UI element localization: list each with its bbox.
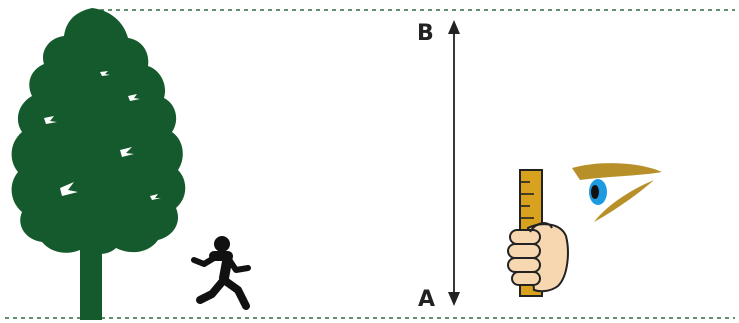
runner-leg-front	[220, 276, 250, 310]
tree-foliage	[11, 8, 186, 254]
eye-icon	[572, 163, 662, 222]
runner-leg-back	[196, 278, 226, 304]
tree-icon	[11, 8, 186, 320]
runner-arm-back	[191, 255, 217, 267]
label-b: B	[417, 21, 434, 46]
running-person-icon	[191, 236, 251, 310]
arrow-head-bottom	[448, 292, 460, 306]
runner-head	[214, 236, 230, 252]
tree-trunk	[80, 238, 102, 320]
hand-fingers	[507, 229, 541, 286]
hand-thumb	[529, 222, 553, 233]
tree-highlights	[44, 71, 161, 200]
double-arrow-icon	[448, 20, 460, 306]
eyelid-upper	[572, 163, 662, 180]
eye-pupil	[591, 185, 599, 199]
hand-holding-ruler-icon	[507, 169, 569, 297]
label-a: A	[418, 287, 435, 312]
runner-arm-front	[225, 255, 251, 273]
eyelid-lower	[594, 180, 654, 222]
arrow-head-top	[448, 20, 460, 34]
